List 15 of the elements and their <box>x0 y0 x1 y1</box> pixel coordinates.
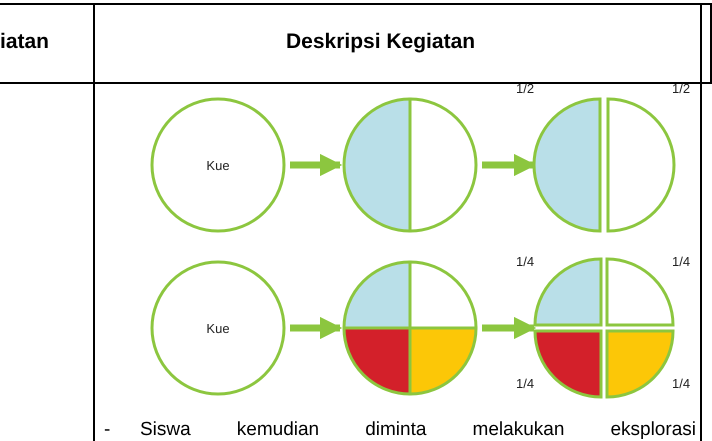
fraction-label: 1/4 <box>516 254 534 269</box>
arrow <box>290 154 342 176</box>
paragraph-text: Siswa kemudian diminta melakukan eksplorasi <box>140 419 696 440</box>
column-header: iatan <box>0 30 50 54</box>
arrow <box>290 316 342 340</box>
list-bullet: - <box>104 419 110 440</box>
circle-label: Kue <box>206 320 230 336</box>
arrow <box>482 316 536 340</box>
circle-label: Kue <box>206 158 230 172</box>
fraction-label: 1/4 <box>516 376 534 391</box>
fraction-label: 1/2 <box>516 81 534 96</box>
fraction-label: 1/4 <box>672 254 690 269</box>
column-header: Deskripsi Kegiatan <box>286 30 476 54</box>
fraction-label: 1/4 <box>672 376 690 391</box>
fraction-label: 1/2 <box>672 81 690 96</box>
